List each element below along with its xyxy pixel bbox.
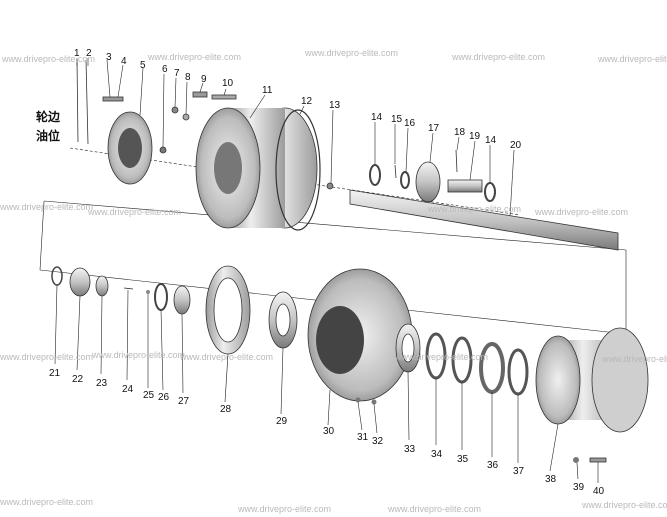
watermark-text: www.drivepro-elite.com	[394, 352, 488, 362]
part-number-36: 35	[457, 454, 469, 465]
part-number-39: 38	[545, 474, 557, 485]
lower-assembly	[51, 265, 649, 463]
brake-drum	[535, 335, 581, 425]
watermark-text: www.drivepro-elite.com	[597, 54, 667, 64]
oil-level-label: 轮边 油位	[36, 109, 61, 143]
part-number-15: 15	[391, 114, 403, 125]
part-number-24: 23	[96, 378, 108, 389]
watermark-text: www.drivepro-elite.com	[87, 207, 181, 217]
part-number-4: 4	[121, 56, 127, 67]
watermark-text: www.drivepro-elite.com	[147, 52, 241, 62]
part-number-17: 17	[428, 123, 440, 134]
watermark-text: www.drivepro-elite.com	[179, 352, 273, 362]
watermark-text: www.drivepro-elite.com	[237, 504, 331, 514]
part-number-33: 32	[372, 436, 384, 447]
oil-label-line2: 油位	[36, 128, 60, 143]
part-number-10: 10	[222, 78, 234, 89]
watermark-text: www.drivepro-elite.com	[387, 504, 481, 514]
part-number-32: 31	[357, 432, 369, 443]
part-number-16: 16	[404, 118, 416, 129]
part-number-27: 26	[158, 392, 170, 403]
part-number-28: 27	[178, 396, 190, 407]
part-number-2: 2	[86, 48, 92, 59]
watermark-text: www.drivepro-elite.com	[0, 497, 93, 507]
axle-shaft	[349, 189, 619, 251]
part-number-37: 36	[487, 460, 499, 471]
part-number-25: 24	[122, 384, 134, 395]
watermark-text: www.drivepro-elite.com	[451, 52, 545, 62]
part-number-34: 33	[404, 444, 416, 455]
watermark-text: www.drivepro-elite.com	[534, 207, 628, 217]
oil-label-line1: 轮边	[36, 109, 61, 124]
part-number-7: 7	[174, 68, 180, 79]
part-number-3: 3	[106, 52, 112, 63]
part-number-35: 34	[431, 449, 443, 460]
part-number-21: 20	[510, 140, 522, 151]
part-number-1: 1	[74, 48, 80, 59]
part-number-26: 25	[143, 390, 155, 401]
part-number-38: 37	[513, 466, 525, 477]
part-number-30: 29	[276, 416, 288, 427]
watermark-text: www.drivepro-elite.com	[1, 54, 95, 64]
watermark-text: www.drivepro-elite.com	[427, 204, 521, 214]
watermark-text: www.drivepro-elite.com	[0, 352, 93, 362]
part-number-40: 39	[573, 482, 585, 493]
watermark-text: www.drivepro-elite.com	[601, 354, 667, 364]
part-number-19: 19	[469, 131, 481, 142]
part-number-22: 21	[49, 368, 61, 379]
watermark-text: www.drivepro-elite.com	[0, 202, 93, 212]
part-number-8: 8	[185, 72, 191, 83]
sun-gear	[415, 161, 441, 203]
leader-lines	[54, 58, 599, 483]
part-number-5: 5	[140, 60, 146, 71]
part-number-13: 13	[329, 100, 341, 111]
part-number-14: 14	[371, 112, 383, 123]
part-number-31: 30	[323, 426, 335, 437]
part-number-23: 22	[72, 374, 84, 385]
part-number-11: 11	[262, 85, 273, 96]
watermark-text: www.drivepro-elite.com	[91, 350, 185, 360]
watermark-text: www.drivepro-elite.com	[581, 500, 667, 510]
part-number-6: 6	[162, 64, 168, 75]
part-number-18: 18	[454, 127, 466, 138]
part-number-12: 12	[301, 96, 313, 107]
part-number-29: 28	[220, 404, 232, 415]
o-ring	[275, 109, 321, 231]
part-number-41: 40	[593, 486, 605, 497]
part-number-20: 14	[485, 135, 497, 146]
watermark-text: www.drivepro-elite.com	[304, 48, 398, 58]
upper-assembly	[76, 59, 619, 251]
part-number-9: 9	[201, 74, 207, 85]
